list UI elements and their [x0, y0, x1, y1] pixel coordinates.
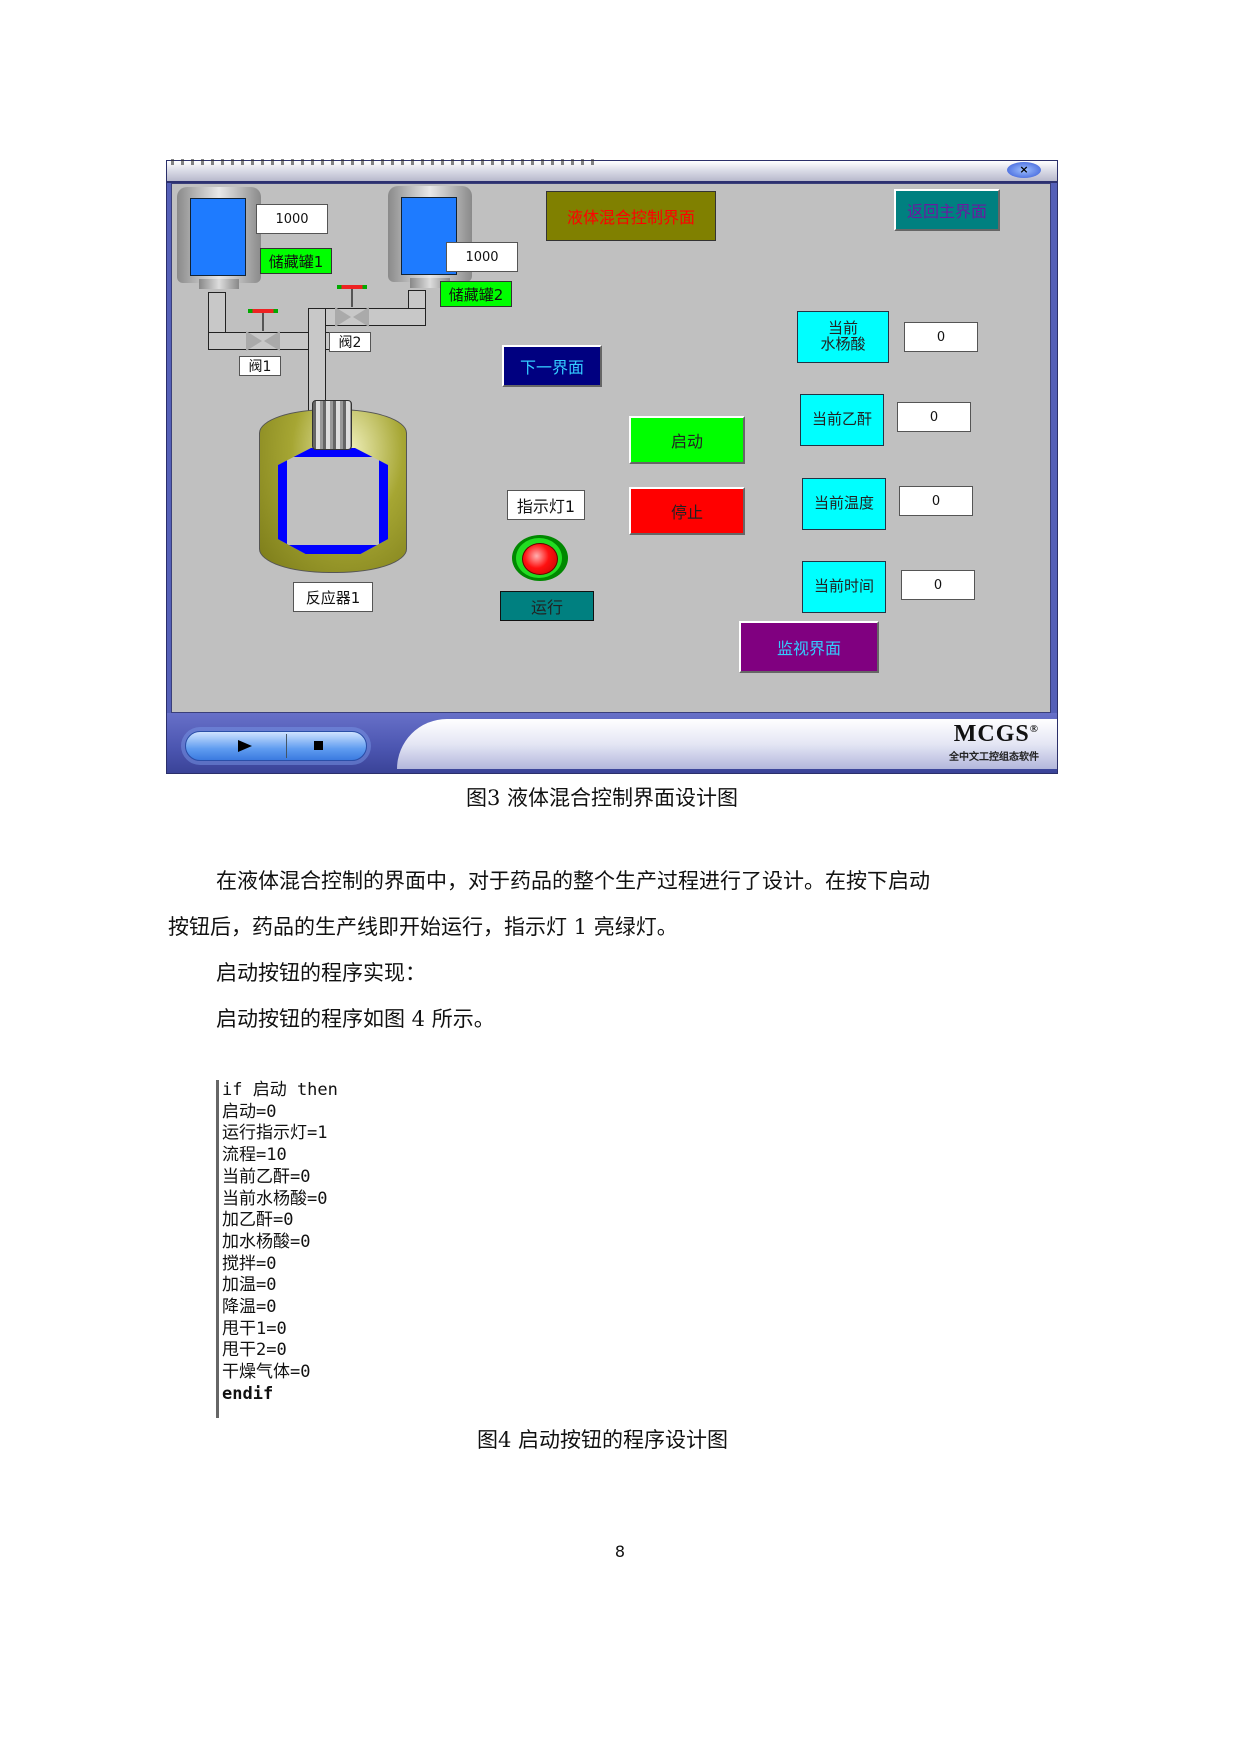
titlebar-text-fragment	[171, 159, 601, 165]
readout-salicylic-acid-value: 0	[904, 322, 978, 352]
code-line: 加水杨酸=0	[222, 1231, 311, 1252]
valve-handle-icon	[248, 309, 278, 313]
valve-2-label: 阀2	[329, 332, 371, 352]
readout-time-label: 当前时间	[802, 561, 886, 613]
window-footer: MCGS® 全中文工控组态软件	[167, 713, 1057, 773]
pipe	[316, 308, 426, 326]
body-paragraph-2: 启动按钮的程序实现：	[216, 961, 426, 985]
code-line: 当前水杨酸=0	[222, 1188, 328, 1209]
code-line: 甩干2=0	[222, 1340, 287, 1361]
code-line: 当前乙酐=0	[222, 1166, 311, 1187]
back-to-main-button[interactable]: 返回主界面	[894, 189, 1000, 231]
readout-temperature-value: 0	[899, 486, 973, 516]
footer-swoosh	[397, 719, 1057, 769]
readout-acetic-anhydride-value: 0	[897, 402, 971, 432]
figure-3-caption: 图3 液体混合控制界面设计图	[466, 786, 739, 810]
start-button[interactable]: 启动	[629, 416, 745, 464]
reactor-label: 反应器1	[293, 582, 373, 612]
next-screen-button[interactable]: 下一界面	[502, 345, 602, 387]
valve-1-label: 阀1	[239, 356, 281, 376]
code-line: 降温=0	[222, 1297, 277, 1318]
play-icon[interactable]	[238, 740, 252, 752]
monitor-screen-button[interactable]: 监视界面	[739, 621, 879, 673]
stop-icon[interactable]	[314, 741, 323, 750]
code-line: 加乙酐=0	[222, 1210, 294, 1231]
storage-tank-2	[388, 186, 472, 288]
close-icon[interactable]: ×	[1007, 162, 1041, 178]
pipe	[308, 308, 326, 413]
indicator-lamp-icon	[512, 535, 568, 581]
figure-4-caption: 图4 启动按钮的程序设计图	[477, 1428, 729, 1452]
tank-2-value: 1000	[446, 242, 518, 272]
reactor-1	[259, 400, 407, 573]
reactor-jacket	[278, 448, 388, 554]
run-status-label: 运行	[500, 591, 594, 621]
mcgs-window: × 1000 储藏罐1 1000 储藏罐2 阀1 阀2	[166, 159, 1058, 774]
code-line: if 启动 then	[222, 1080, 338, 1100]
code-line: 加温=0	[222, 1275, 277, 1296]
code-line: 干燥气体=0	[222, 1362, 311, 1383]
hmi-canvas: 1000 储藏罐1 1000 储藏罐2 阀1 阀2 反应器1 液体混合	[171, 183, 1051, 713]
readout-temperature-label: 当前温度	[802, 478, 886, 530]
window-titlebar: ×	[167, 159, 1057, 183]
readout-label-line2: 水杨酸	[820, 335, 866, 353]
stirrer-motor-icon	[312, 400, 352, 450]
registered-icon: ®	[1029, 723, 1039, 735]
code-line: endif	[222, 1383, 274, 1404]
valve-1[interactable]	[246, 309, 280, 351]
body-paragraph-3: 启动按钮的程序如图 4 所示。	[216, 1007, 495, 1031]
page-number: 8	[614, 1542, 626, 1561]
logo-name: MCGS	[953, 721, 1030, 747]
tank-1-outlet	[199, 279, 239, 289]
program-code-block: if 启动 then 启动=0 运行指示灯=1 流程=10 当前乙酐=0 当前水…	[216, 1080, 338, 1418]
readout-acetic-anhydride-label: 当前乙酐	[800, 394, 884, 446]
body-paragraph-1-line-1: 在液体混合控制的界面中，对于药品的整个生产过程进行了设计。在按下启动	[216, 869, 930, 893]
readout-time-value: 0	[901, 570, 975, 600]
valve-2[interactable]	[335, 285, 369, 327]
readout-label-line1: 当前	[827, 319, 858, 338]
code-line: 启动=0	[222, 1101, 277, 1122]
code-line: 运行指示灯=1	[222, 1123, 328, 1144]
playback-controls	[185, 731, 367, 761]
code-line: 搅拌=0	[222, 1253, 277, 1274]
stop-button[interactable]: 停止	[629, 487, 745, 535]
mcgs-logo: MCGS® 全中文工控组态软件	[949, 721, 1039, 763]
code-line: 流程=10	[222, 1145, 287, 1166]
indicator-1-label: 指示灯1	[507, 490, 585, 520]
body-paragraph-1-line-2: 按钮后，药品的生产线即开始运行，指示灯 1 亮绿灯。	[168, 915, 678, 939]
tank-2-label: 储藏罐2	[440, 281, 512, 307]
logo-subtitle: 全中文工控组态软件	[949, 752, 1039, 763]
tank-1-liquid	[190, 198, 246, 276]
tank-2-outlet	[410, 278, 450, 288]
code-line: 甩干1=0	[222, 1318, 287, 1339]
screen-title-label: 液体混合控制界面	[546, 191, 716, 241]
readout-salicylic-acid-label: 当前 水杨酸	[797, 311, 889, 363]
storage-tank-1	[177, 187, 261, 289]
tank-1-label: 储藏罐1	[260, 248, 332, 274]
tank-1-value: 1000	[256, 204, 328, 234]
valve-handle-icon	[337, 285, 367, 289]
